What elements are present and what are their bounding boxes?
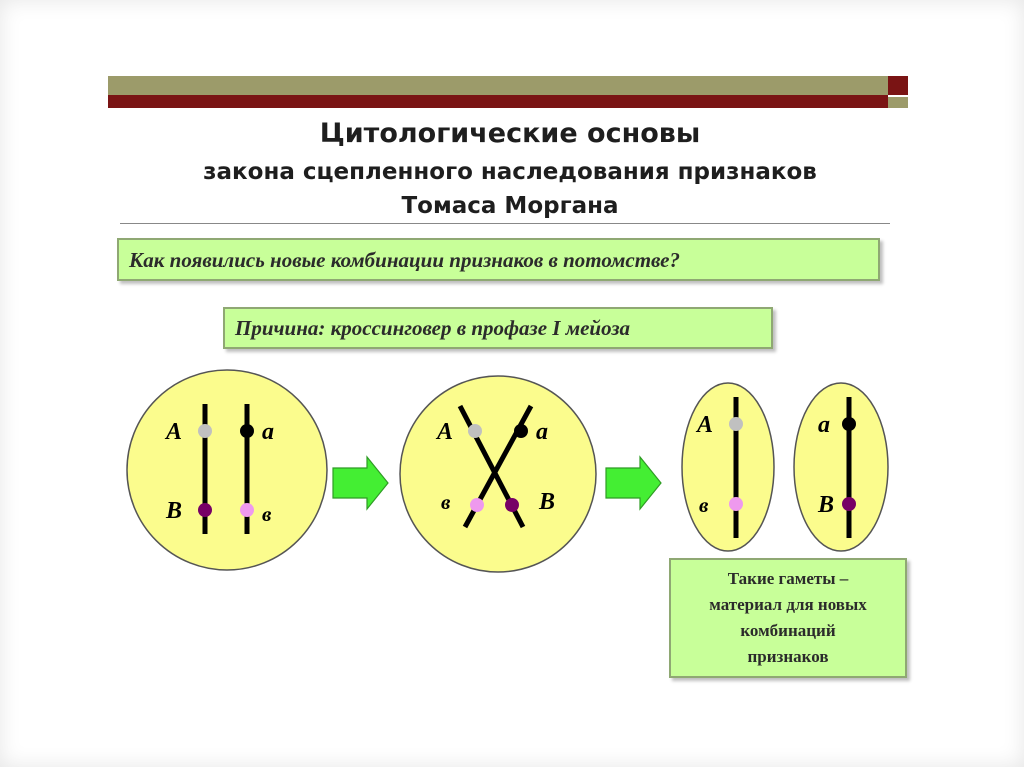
label-b: в [441,490,451,514]
gamete-1: A в [682,383,774,551]
allele-a-dot [240,424,254,438]
crossing-cell: A a в B [400,376,596,572]
label-a: a [262,419,274,445]
gametes-note-line: материал для новых [671,592,905,618]
label-B: B [538,489,555,515]
label-A: A [695,412,713,438]
gamete-2-body [794,383,888,551]
allele-a-dot [842,417,856,431]
allele-A-dot [729,417,743,431]
gametes-note-line: признаков [671,644,905,670]
parent-cell-body [127,370,327,570]
label-B: B [817,492,834,518]
label-A: A [435,419,453,445]
label-b: в [699,493,709,517]
gametes-note-box: Такие гаметы – материал для новых комбин… [669,558,907,678]
label-B: B [165,498,182,524]
arrow-right-icon [333,457,388,509]
allele-b-dot [470,498,484,512]
label-b: в [262,502,272,526]
allele-b-dot [729,497,743,511]
arrow-right-icon [606,457,661,509]
allele-A-dot [198,424,212,438]
gamete-1-body [682,383,774,551]
label-a: a [818,412,830,438]
gamete-2: a B [794,383,888,551]
allele-a-dot [514,424,528,438]
allele-B-dot [842,497,856,511]
parent-cell: A a B в [127,370,327,570]
allele-B-dot [505,498,519,512]
gametes-note-line: Такие гаметы – [671,566,905,592]
allele-b-dot [240,503,254,517]
allele-B-dot [198,503,212,517]
label-a: a [536,419,548,445]
label-A: A [164,419,182,445]
allele-A-dot [468,424,482,438]
gametes-note-line: комбинаций [671,618,905,644]
